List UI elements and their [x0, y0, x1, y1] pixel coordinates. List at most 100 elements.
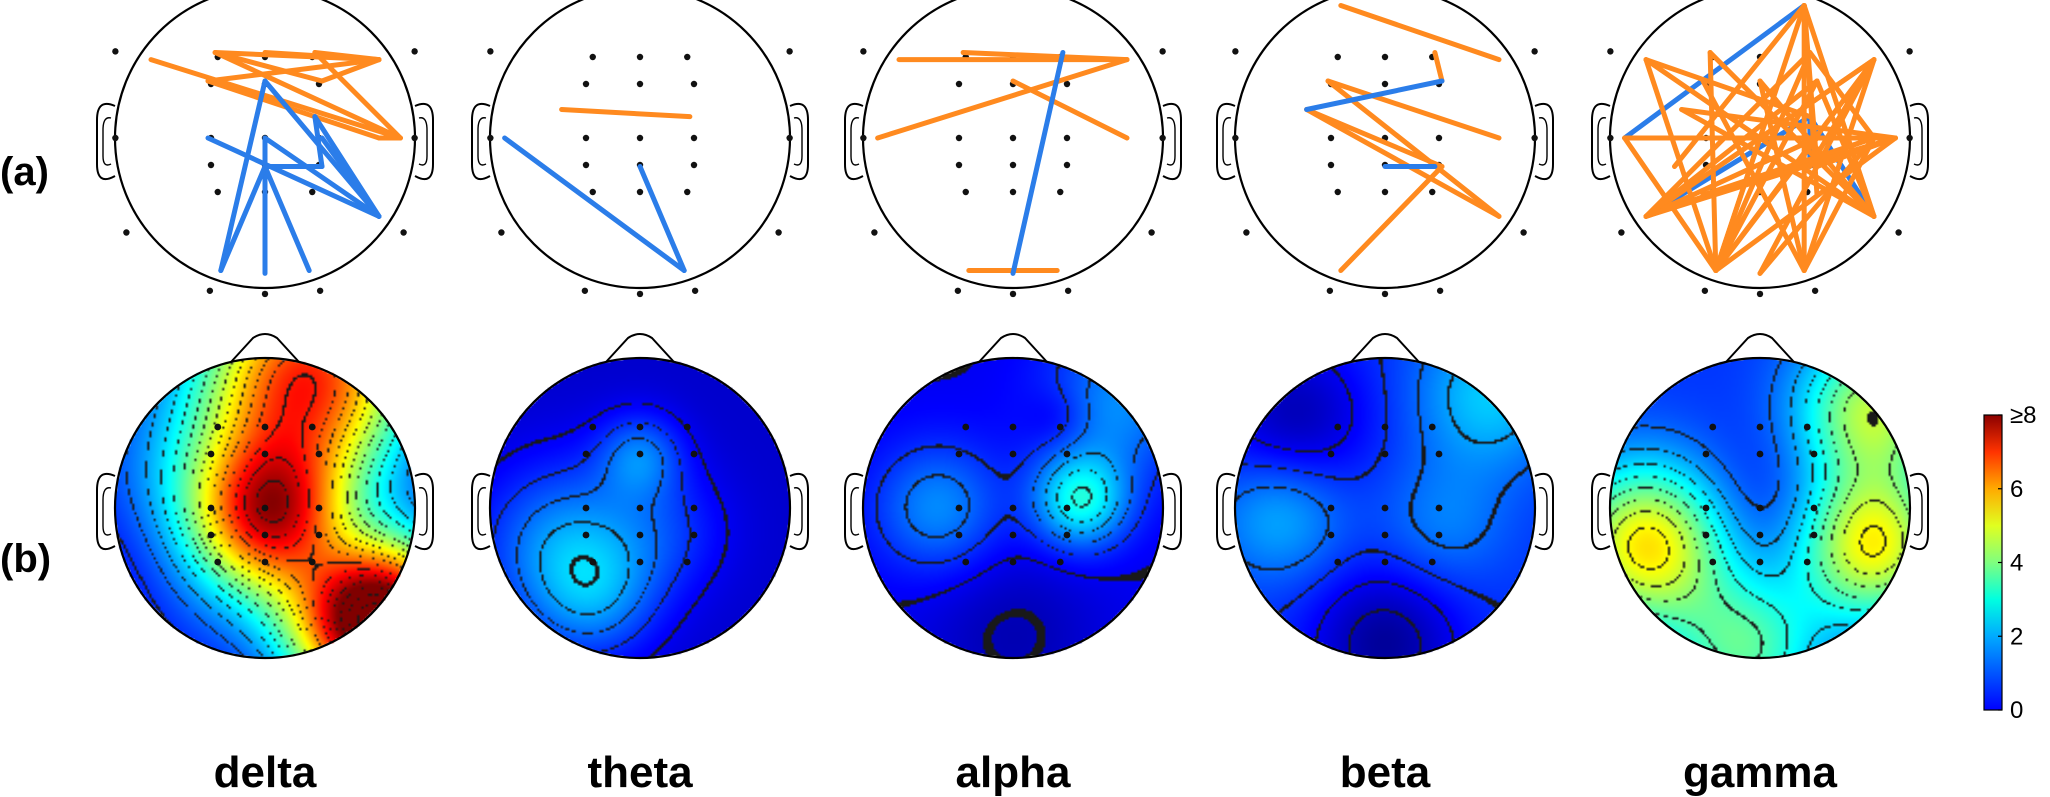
electrode-dot	[955, 450, 963, 458]
electrode-dot	[1435, 504, 1443, 512]
electrode-dot	[214, 558, 222, 566]
connection-line	[262, 164, 312, 274]
head-outline	[488, 0, 792, 290]
electrode-dot	[690, 531, 698, 539]
electrode-dot	[1435, 450, 1443, 458]
left-ear-inner	[1222, 117, 1232, 166]
electrode-dot	[1327, 161, 1335, 169]
electrode-dot	[1607, 48, 1614, 55]
electrode-dot	[955, 80, 963, 88]
electrode-dot	[582, 531, 590, 539]
electrode-dot	[684, 53, 691, 61]
electrode-dot	[1428, 558, 1436, 566]
topomap-theta	[471, 333, 809, 660]
connection-line	[637, 164, 687, 274]
electrode-dot	[636, 558, 644, 566]
electrode-dot	[1334, 53, 1341, 61]
left-ear-outline	[1591, 102, 1611, 180]
electrode-dot	[1381, 80, 1389, 88]
connection-line	[218, 78, 268, 274]
left-ear-inner	[102, 117, 112, 166]
connection-line	[312, 50, 403, 141]
electrode-dot	[498, 229, 505, 236]
electrode-dot	[1063, 161, 1071, 169]
band-label-gamma: gamma	[1683, 748, 1838, 797]
head-outline	[113, 356, 417, 660]
electrode-dot	[309, 188, 316, 196]
right-ear-inner	[1538, 487, 1548, 536]
head-outline	[1233, 356, 1537, 660]
connection-line	[1304, 107, 1445, 169]
topomap-gamma	[1591, 333, 1929, 660]
electrode-dot	[683, 558, 691, 566]
electrode-dot	[1063, 80, 1071, 88]
connectivity-head-beta	[1216, 0, 1554, 298]
electrode-dot	[1009, 504, 1017, 512]
electrode-dot	[308, 558, 316, 566]
electrode-dot	[1381, 188, 1389, 196]
electrode-dot	[1428, 423, 1436, 431]
electrode-dot	[1381, 423, 1389, 431]
right-ear-outline	[1534, 472, 1554, 550]
electrode-dot	[1803, 558, 1811, 566]
connectivity-row	[96, 0, 1929, 298]
electrode-dot	[636, 531, 644, 539]
electrode-dot	[683, 423, 691, 431]
connection-line	[1643, 57, 1719, 274]
electrode-dot	[860, 134, 867, 142]
right-ear-inner	[1166, 487, 1176, 536]
electrode-dot	[308, 423, 316, 431]
connection-line	[875, 57, 1130, 141]
connection-line	[1801, 135, 1877, 274]
electrode-dot	[1327, 531, 1335, 539]
electrode-dot	[261, 450, 269, 458]
connection-line	[262, 50, 382, 63]
band-label-alpha: alpha	[956, 748, 1071, 797]
electrode-dot	[1232, 48, 1239, 55]
electrode-dot	[400, 229, 407, 236]
left-ear-outline	[1216, 472, 1236, 550]
electrode-dot	[261, 558, 269, 566]
electrode-dot	[1009, 423, 1017, 431]
electrode-dot	[962, 188, 969, 196]
left-ear-outline	[844, 102, 864, 180]
electrode-dot	[582, 80, 590, 88]
electrode-dot	[214, 188, 221, 196]
left-ear-inner	[850, 117, 860, 166]
electrode-dot	[1334, 558, 1342, 566]
electrode-dot	[1709, 558, 1717, 566]
electrode-dot	[954, 287, 962, 294]
electrode-dot	[207, 504, 215, 512]
electrode-dot	[1148, 229, 1155, 236]
electrode-dot	[1381, 450, 1389, 458]
left-ear-outline	[844, 472, 864, 550]
connectivity-head-alpha	[844, 0, 1182, 298]
electrode-dot	[261, 423, 269, 431]
nose-outline	[605, 333, 675, 363]
row-label-a: (a)	[0, 150, 49, 194]
electrode-dot	[1243, 229, 1250, 236]
electrode-dot	[1906, 134, 1913, 142]
electrode-dot	[1009, 531, 1017, 539]
connection-line	[205, 78, 382, 141]
head-outline	[861, 356, 1165, 660]
connection-line	[1757, 57, 1877, 141]
electrode-dot	[955, 504, 963, 512]
connection-line	[1713, 135, 1763, 274]
electrode-dot	[315, 450, 323, 458]
left-ear-inner	[1597, 487, 1607, 536]
topomap-alpha	[844, 333, 1182, 660]
electrode-dot	[207, 161, 215, 169]
electrode-dot	[487, 48, 494, 55]
electrode-dot	[1159, 134, 1166, 142]
right-ear-outline	[1909, 472, 1929, 550]
right-ear-inner	[793, 487, 803, 536]
electrode-dot	[1607, 134, 1614, 142]
connectivity-head-theta	[471, 0, 809, 298]
right-ear-inner	[418, 117, 428, 166]
electrode-dot	[1056, 423, 1064, 431]
electrode-dot	[411, 48, 418, 55]
band-label-delta: delta	[214, 748, 317, 797]
right-ear-outline	[1534, 102, 1554, 180]
